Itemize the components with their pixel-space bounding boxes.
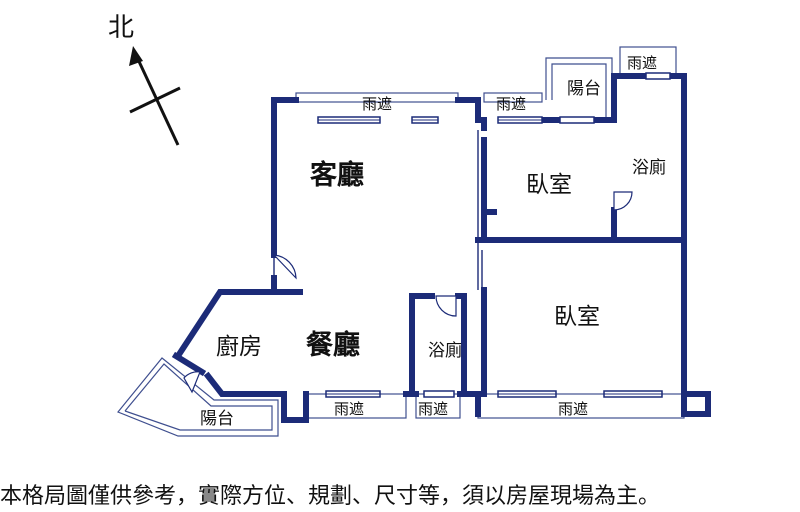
canopy-dining-bottom-label: 雨遮 xyxy=(334,400,364,418)
balcony-bottom-label: 陽台 xyxy=(200,409,234,429)
canopy-bath-bottom-label: 雨遮 xyxy=(418,400,448,418)
entry-door-icon xyxy=(272,254,297,280)
bath-center-door-icon xyxy=(435,295,457,317)
room-kitchen-label: 廚房 xyxy=(216,334,262,360)
north-compass: 北 xyxy=(108,13,181,146)
north-label: 北 xyxy=(108,13,134,43)
room-bath-right-label: 浴廁 xyxy=(632,157,666,178)
canopy-bedroom-top-label: 雨遮 xyxy=(496,95,526,113)
room-bedroom-lower-label: 臥室 xyxy=(554,304,600,330)
compass-crossbar xyxy=(129,86,181,114)
room-dining-label: 餐廳 xyxy=(306,329,360,361)
canopy-bath-top-label: 雨遮 xyxy=(627,54,657,72)
canopy-bedroom-top xyxy=(483,92,543,103)
bath-right-door-icon xyxy=(613,191,633,211)
disclaimer-text: 本格局圖僅供參考，實際方位、規劃、尺寸等，須以房屋現場為主。 xyxy=(0,484,661,509)
canopy-living-top-label: 雨遮 xyxy=(362,95,392,113)
balcony-bottom-outline xyxy=(117,357,279,437)
windows xyxy=(317,72,671,398)
room-living-label: 客廳 xyxy=(310,159,364,191)
room-bath-center-label: 浴廁 xyxy=(428,340,462,361)
room-bedroom-upper-label: 臥室 xyxy=(526,172,572,198)
compass-arrow-icon xyxy=(129,46,143,66)
floor-plan: 北 xyxy=(108,13,711,437)
kitchen-door-icon xyxy=(183,371,201,394)
balcony-top-label: 陽台 xyxy=(567,79,601,99)
canopy-bedroom-bottom-label: 雨遮 xyxy=(558,400,588,418)
